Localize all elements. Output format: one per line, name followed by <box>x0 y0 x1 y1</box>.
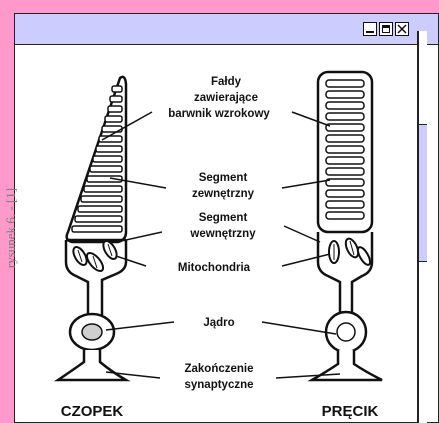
leader-lines <box>102 112 340 378</box>
label-segment-wewn-2: wewnętrzny <box>189 228 256 240</box>
cone-mitochondria <box>71 239 120 274</box>
label-faldy-2: zawierające <box>194 92 258 104</box>
cone-folds <box>72 86 122 232</box>
label-segment-zewn-1: Segment <box>199 172 248 184</box>
label-jadro: Jądro <box>203 317 234 329</box>
label-zakonczenie-1: Zakończenie <box>184 363 253 375</box>
label-zakonczenie-2: synaptyczne <box>184 379 253 391</box>
label-czopek: CZOPEK <box>61 403 124 420</box>
rod-mitochondria <box>329 237 372 267</box>
label-segment-zewn-2: zewnętrzny <box>192 188 255 200</box>
label-precik: PRĘCIK <box>322 403 379 420</box>
cell-name-labels: CZOPEK PRĘCIK <box>61 403 379 420</box>
label-faldy-1: Fałdy <box>211 76 242 88</box>
label-mitochondria: Mitochondria <box>178 262 251 274</box>
label-faldy-3: barwnik wzrokowy <box>168 108 270 120</box>
diagram-labels: Fałdy zawierające barwnik wzrokowy Segme… <box>168 76 270 391</box>
label-segment-wewn-1: Segment <box>199 212 248 224</box>
